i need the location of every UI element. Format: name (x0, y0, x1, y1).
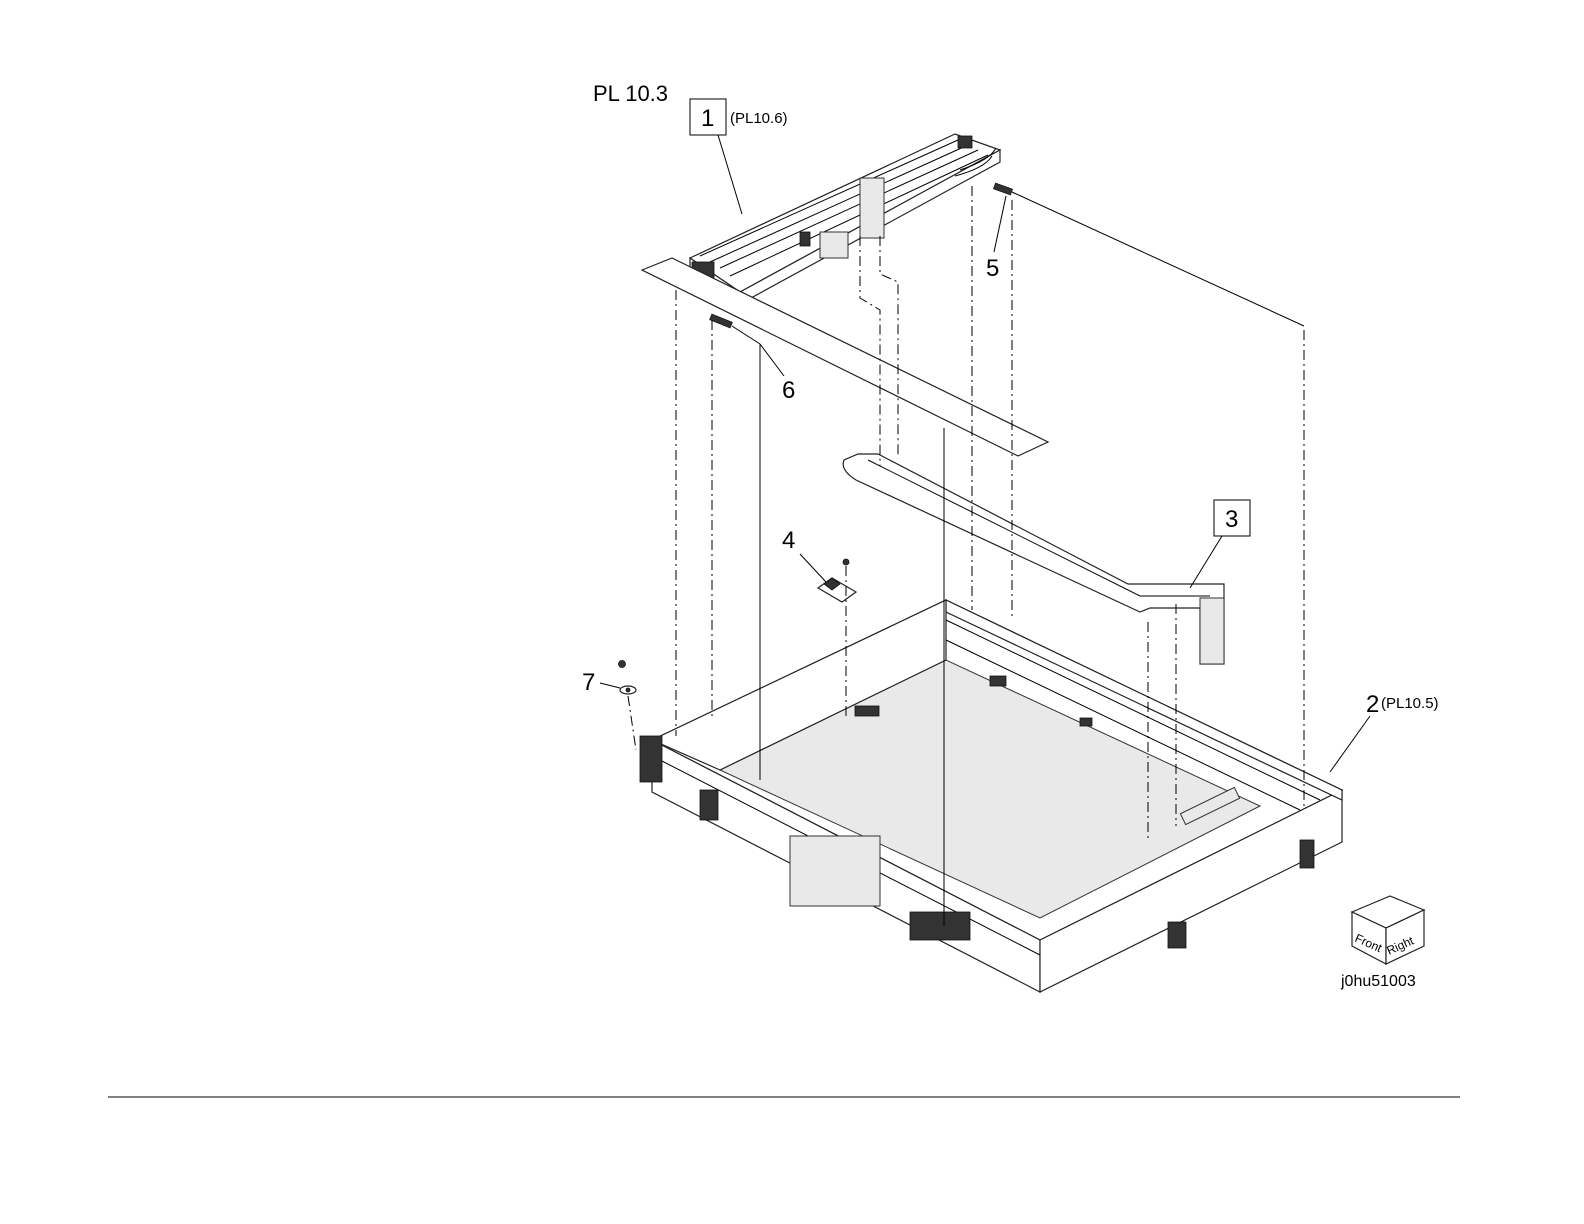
part-7-screw-washer (619, 661, 637, 751)
callout-6: 6 (760, 344, 795, 404)
callout-4: 4 (782, 527, 826, 582)
callout-5: 5 (986, 196, 1006, 282)
callout-1-number: 1 (701, 105, 714, 132)
diagram-title: PL 10.3 (593, 81, 668, 106)
figure-id: j0hu51003 (1340, 973, 1416, 990)
callout-4-number: 4 (782, 527, 795, 554)
callout-1: 1 (PL10.6) (690, 99, 788, 214)
part-1-carriage-assembly (690, 134, 1000, 304)
callout-3-number: 3 (1225, 506, 1238, 533)
callout-7-number: 7 (582, 669, 595, 696)
callout-7: 7 (582, 669, 620, 696)
callout-6-number: 6 (782, 377, 795, 404)
callout-2-ref: (PL10.5) (1381, 695, 1439, 712)
callout-2-number: 2 (1366, 691, 1379, 718)
callout-1-ref: (PL10.6) (730, 110, 788, 127)
callout-5-number: 5 (986, 255, 999, 282)
orientation-cube-icon: Front Right (1352, 896, 1424, 964)
part-2-lower-frame (640, 600, 1342, 992)
callout-2: 2 (PL10.5) (1330, 691, 1439, 772)
callout-3: 3 (1190, 500, 1250, 588)
cable-plate (642, 258, 1048, 456)
